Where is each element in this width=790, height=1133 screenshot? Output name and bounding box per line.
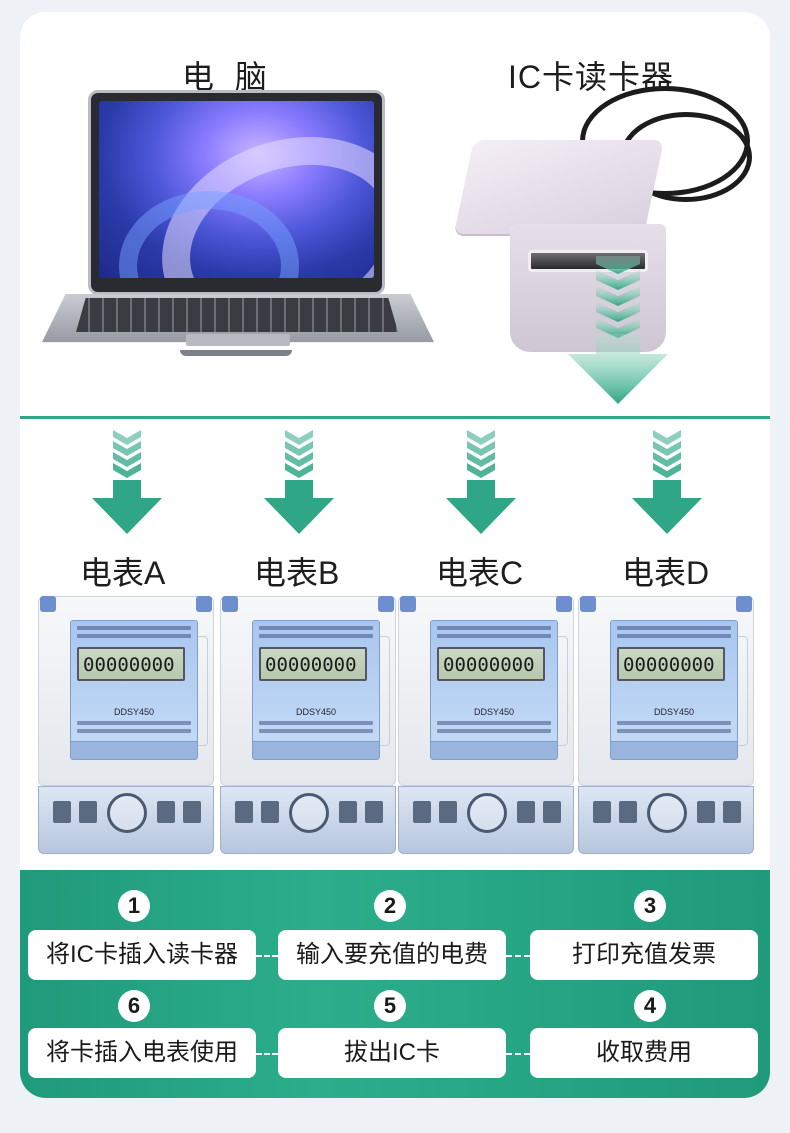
meter-reading: 00000000 [265, 654, 357, 676]
meter-a-image: 00000000 DDSY450 [38, 596, 214, 854]
section-divider [20, 416, 770, 419]
laptop-touchpad [186, 334, 290, 346]
laptop-screen [88, 90, 385, 295]
meter-a-arrow-icon [92, 430, 162, 534]
step-5-number: 5 [374, 990, 406, 1022]
meter-panel: 00000000 DDSY450 [610, 620, 738, 760]
reader-down-arrow-icon [568, 256, 668, 404]
meter-lcd: 00000000 [617, 647, 725, 681]
step-4-number: 4 [634, 990, 666, 1022]
step-4-box: 收取费用 [530, 1028, 758, 1078]
meter-reading: 00000000 [83, 654, 175, 676]
step-3-number: 3 [634, 890, 666, 922]
meter-model: DDSY450 [473, 707, 515, 717]
meter-a-label: 电表A [80, 555, 166, 591]
computer-label: 电 脑 [182, 59, 273, 95]
step-connector [506, 955, 530, 957]
meter-model: DDSY450 [113, 707, 155, 717]
meter-b-image: 00000000 DDSY450 [220, 596, 396, 854]
meter-panel: 00000000 DDSY450 [70, 620, 198, 760]
meter-lcd: 00000000 [259, 647, 367, 681]
meter-lcd: 00000000 [77, 647, 185, 681]
meter-seal-icon [107, 793, 147, 833]
meter-b-arrow-icon [264, 430, 334, 534]
meter-seal-icon [647, 793, 687, 833]
meter-panel: 00000000 DDSY450 [252, 620, 380, 760]
meter-seal-icon [467, 793, 507, 833]
step-6-box: 将卡插入电表使用 [28, 1028, 256, 1078]
meter-c-image: 00000000 DDSY450 [398, 596, 574, 854]
meter-reading: 00000000 [623, 654, 715, 676]
main-card: 电 脑 IC卡读卡器 [20, 12, 770, 1098]
reader-top [454, 140, 664, 234]
meter-d-arrow-icon [632, 430, 702, 534]
laptop-hinge [180, 350, 292, 356]
meter-seal-icon [289, 793, 329, 833]
meter-model: DDSY450 [653, 707, 695, 717]
meter-model: DDSY450 [295, 707, 337, 717]
step-1-box: 将IC卡插入读卡器 [28, 930, 256, 980]
steps-panel: 1 2 3 将IC卡插入读卡器 输入要充值的电费 打印充值发票 6 5 4 将卡… [20, 870, 770, 1098]
laptop-keyboard [76, 298, 398, 332]
meter-d-image: 00000000 DDSY450 [578, 596, 754, 854]
meter-d-label: 电表D [622, 555, 710, 591]
step-connector [256, 1053, 278, 1055]
meter-panel: 00000000 DDSY450 [430, 620, 558, 760]
meter-c-arrow-icon [446, 430, 516, 534]
step-5-box: 拔出IC卡 [278, 1028, 506, 1078]
meter-reading: 00000000 [443, 654, 535, 676]
step-connector [506, 1053, 530, 1055]
step-6-number: 6 [118, 990, 150, 1022]
meter-b-label: 电表B [254, 555, 340, 591]
step-3-box: 打印充值发票 [530, 930, 758, 980]
laptop-wallpaper [99, 101, 374, 278]
meter-lcd: 00000000 [437, 647, 545, 681]
step-connector [256, 955, 278, 957]
step-2-box: 输入要充值的电费 [278, 930, 506, 980]
meter-c-label: 电表C [436, 555, 524, 591]
step-2-number: 2 [374, 890, 406, 922]
step-1-number: 1 [118, 890, 150, 922]
